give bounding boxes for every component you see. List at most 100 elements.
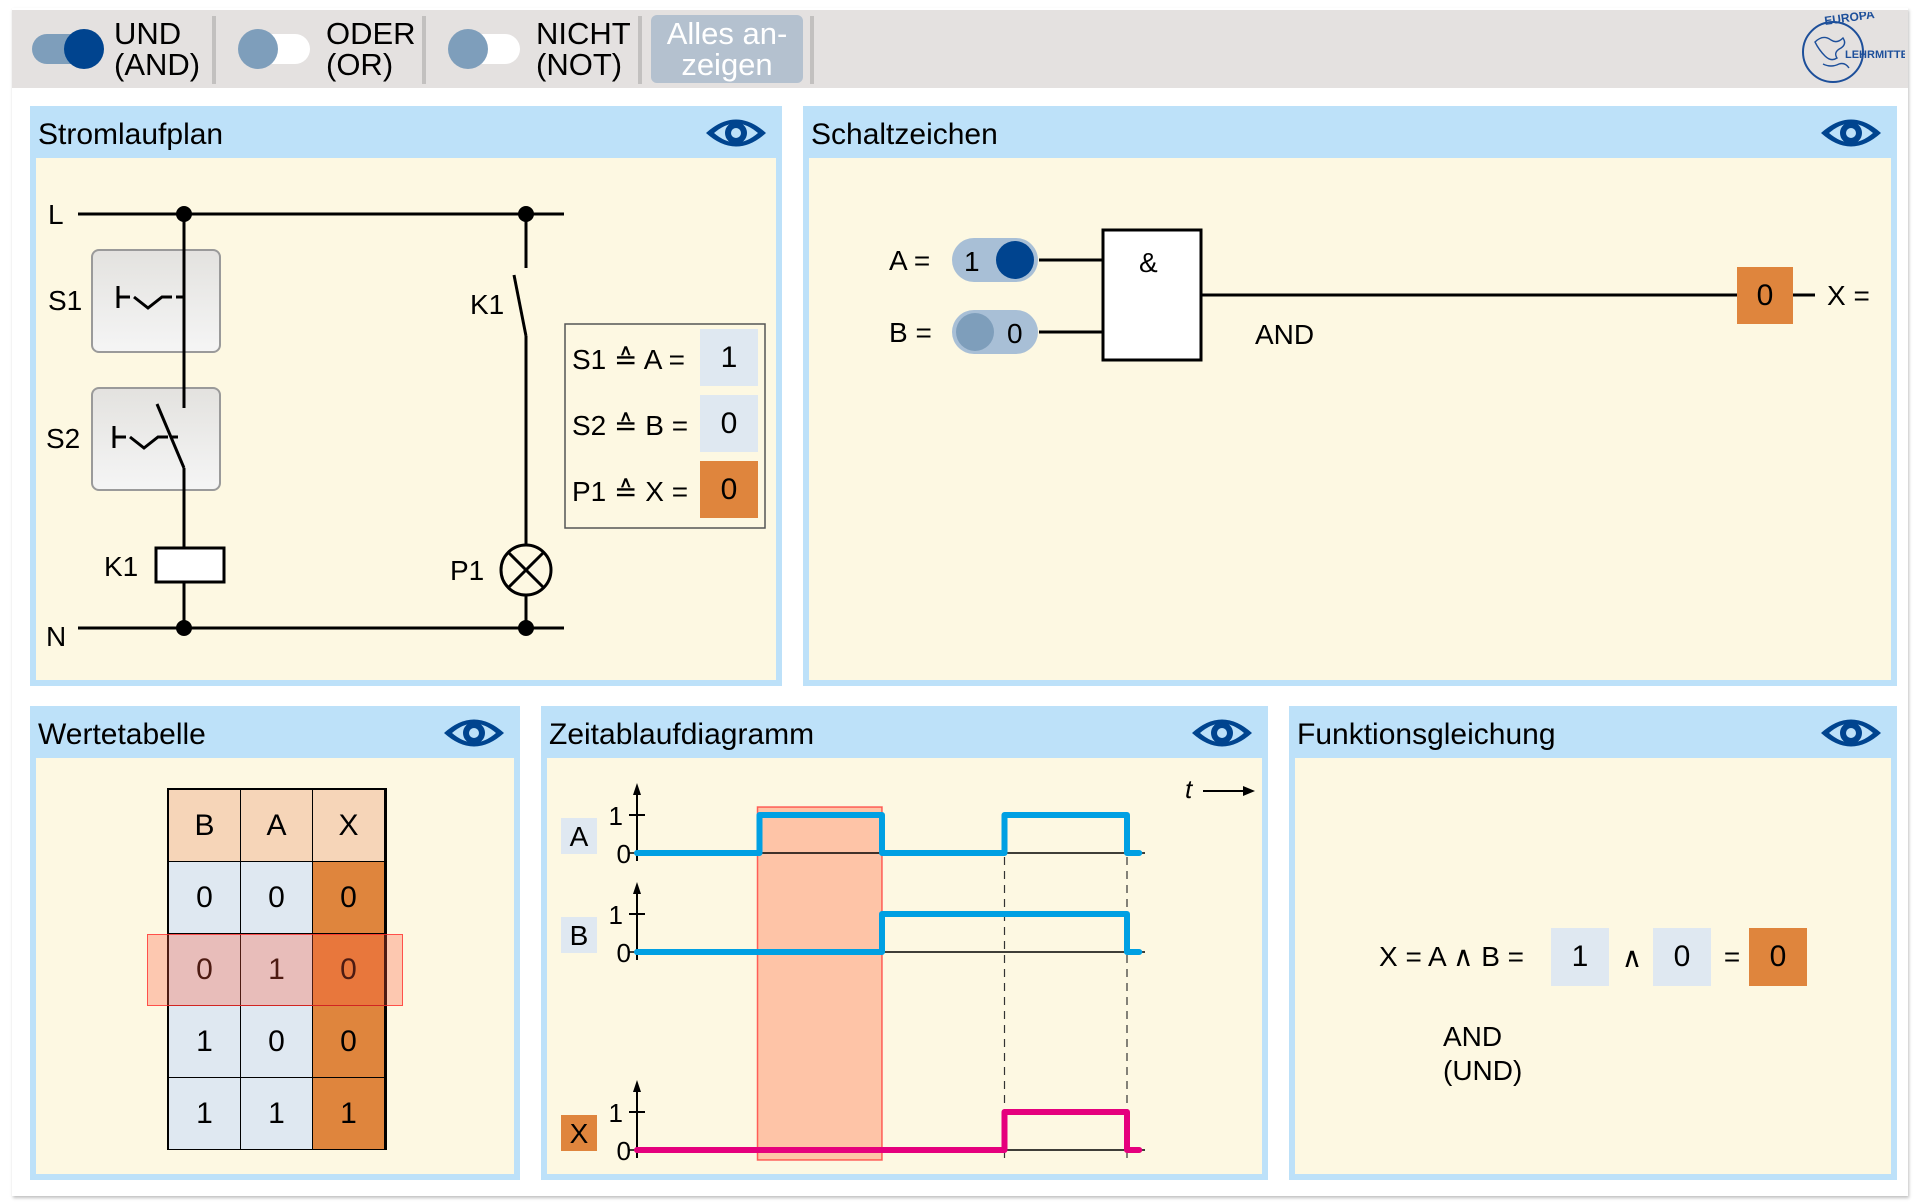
panel-schaltzeichen: Schaltzeichen A = 1 B = 0 [803, 106, 1897, 686]
mapping-box [564, 323, 766, 529]
input-a-label: A = [889, 245, 930, 276]
button-line1: Alles an- [666, 16, 788, 51]
current-row-highlight [147, 934, 403, 1006]
signal-label-box [561, 917, 597, 953]
table-cell: 1 [169, 1006, 240, 1077]
show-all-button[interactable]: Alles an- zeigen [651, 15, 803, 83]
label-K1-contact: K1 [470, 289, 504, 320]
panel-funktionsgleichung: Funktionsgleichung X = A ∧ B = 1 ∧ 0 = 0… [1289, 706, 1897, 1180]
label-S1: S1 [48, 285, 82, 316]
panel-body: A = 1 B = 0 & AND X = 0 [809, 158, 1891, 680]
panel-stromlaufplan: Stromlaufplan L N [30, 106, 782, 686]
label-L: L [48, 199, 64, 230]
toggle-or[interactable] [238, 29, 310, 69]
value-A: 1 [700, 329, 758, 386]
label-line2: (AND) [114, 47, 201, 82]
switch-S1[interactable] [91, 249, 221, 353]
y-tick-label: 0 [617, 938, 631, 968]
equation-b-value: 0 [1653, 928, 1711, 986]
toolbar-separator [638, 16, 642, 84]
gate-name: AND [1255, 319, 1314, 350]
input-b-toggle[interactable]: 0 [952, 310, 1038, 354]
eye-icon[interactable] [1819, 114, 1883, 152]
mapping-labels: S1 ≙ A = S2 ≙ B = P1 ≙ X = [572, 332, 702, 530]
equation-a-value: 1 [1551, 928, 1609, 986]
table-cell: 0 [313, 862, 384, 933]
eye-icon[interactable] [704, 114, 768, 152]
mapping-label-p1: P1 ≙ X = [572, 476, 689, 507]
output-x-value: 0 [1737, 267, 1793, 324]
current-interval-highlight [756, 806, 883, 1161]
output-label: X = [1827, 280, 1870, 311]
panel-title: Wertetabelle [38, 718, 206, 751]
table-cell: 0 [169, 934, 240, 1005]
table-cell: 0 [241, 862, 312, 933]
toggle-and-group[interactable]: UND (AND) [32, 10, 200, 88]
panel-title: Stromlaufplan [38, 118, 224, 151]
table-cell: 1 [241, 934, 312, 1005]
y-tick-label: 0 [617, 1136, 631, 1166]
label-line1: NICHT [536, 16, 631, 51]
y-tick-label: 1 [609, 900, 623, 930]
mapping-label-s1: S1 ≙ A = [572, 344, 685, 375]
label-N: N [46, 621, 66, 652]
y-tick-label: 1 [609, 1098, 623, 1128]
label-P1: P1 [450, 555, 484, 586]
panel-header: Schaltzeichen [803, 106, 1897, 158]
toolbar-separator [212, 16, 216, 84]
signal-label-box [561, 818, 597, 854]
logo-text-bottom: LEHRMITTEL [1845, 49, 1905, 61]
eye-icon[interactable] [1190, 714, 1254, 752]
y-tick-label: 0 [617, 839, 631, 869]
label-line2: (OR) [326, 47, 394, 82]
toggle-knob [448, 29, 488, 69]
toggle-not-group[interactable]: NICHT (NOT) [448, 10, 631, 88]
table-header-cell: B [169, 790, 240, 861]
toggle-and[interactable] [32, 29, 104, 69]
equation-operator: ∧ [1621, 941, 1643, 973]
input-a-toggle[interactable]: 1 [952, 238, 1038, 282]
time-axis-label: t [1185, 774, 1194, 804]
logo-text-top: EUROPA [1823, 12, 1875, 28]
toolbar-separator [422, 16, 426, 84]
equation-equals: = [1723, 941, 1741, 972]
toggle-knob [64, 29, 104, 69]
function-name-de: (UND) [1443, 1055, 1523, 1086]
logic-gate-diagram: A = 1 B = 0 & AND X = [889, 228, 1870, 362]
globe-icon [1802, 21, 1864, 83]
time-arrow-icon [1203, 786, 1255, 796]
toggle-not[interactable] [448, 29, 520, 69]
table-cell: 0 [313, 934, 384, 1005]
value-B: 0 [700, 395, 758, 452]
eye-icon[interactable] [442, 714, 506, 752]
signal-trace-X [634, 1109, 1143, 1153]
switch-S2[interactable] [91, 387, 221, 491]
lamp-P1 [499, 543, 553, 597]
y-tick-label: 1 [609, 801, 623, 831]
table-cell: 1 [169, 1078, 240, 1149]
eye-icon[interactable] [1819, 714, 1883, 752]
toggle-or-label: ODER (OR) [326, 18, 416, 80]
toggle-or-group[interactable]: ODER (OR) [238, 10, 416, 88]
label-line2: (NOT) [536, 47, 623, 82]
label-line1: ODER [326, 16, 416, 51]
function-name: AND (UND) [1443, 1020, 1522, 1088]
table-header-cell: A [241, 790, 312, 861]
value-X: 0 [700, 461, 758, 518]
table-header-cell: X [313, 790, 384, 861]
toggle-and-label: UND (AND) [114, 18, 200, 80]
gate-symbol: & [1139, 247, 1158, 278]
mapping-label-s2: S2 ≙ B = [572, 410, 689, 441]
panel-header: Zeitablaufdiagramm [541, 706, 1268, 758]
europa-lehrmittel-logo: EUROPA LEHRMITTEL [1802, 12, 1905, 83]
panel-body: L N S1 [36, 158, 776, 680]
table-cell: 1 [241, 1078, 312, 1149]
input-a-value: 1 [964, 246, 980, 277]
relay-contact-K1 [512, 274, 528, 337]
panel-title: Funktionsgleichung [1297, 718, 1556, 751]
signal-trace-B [634, 911, 1143, 955]
